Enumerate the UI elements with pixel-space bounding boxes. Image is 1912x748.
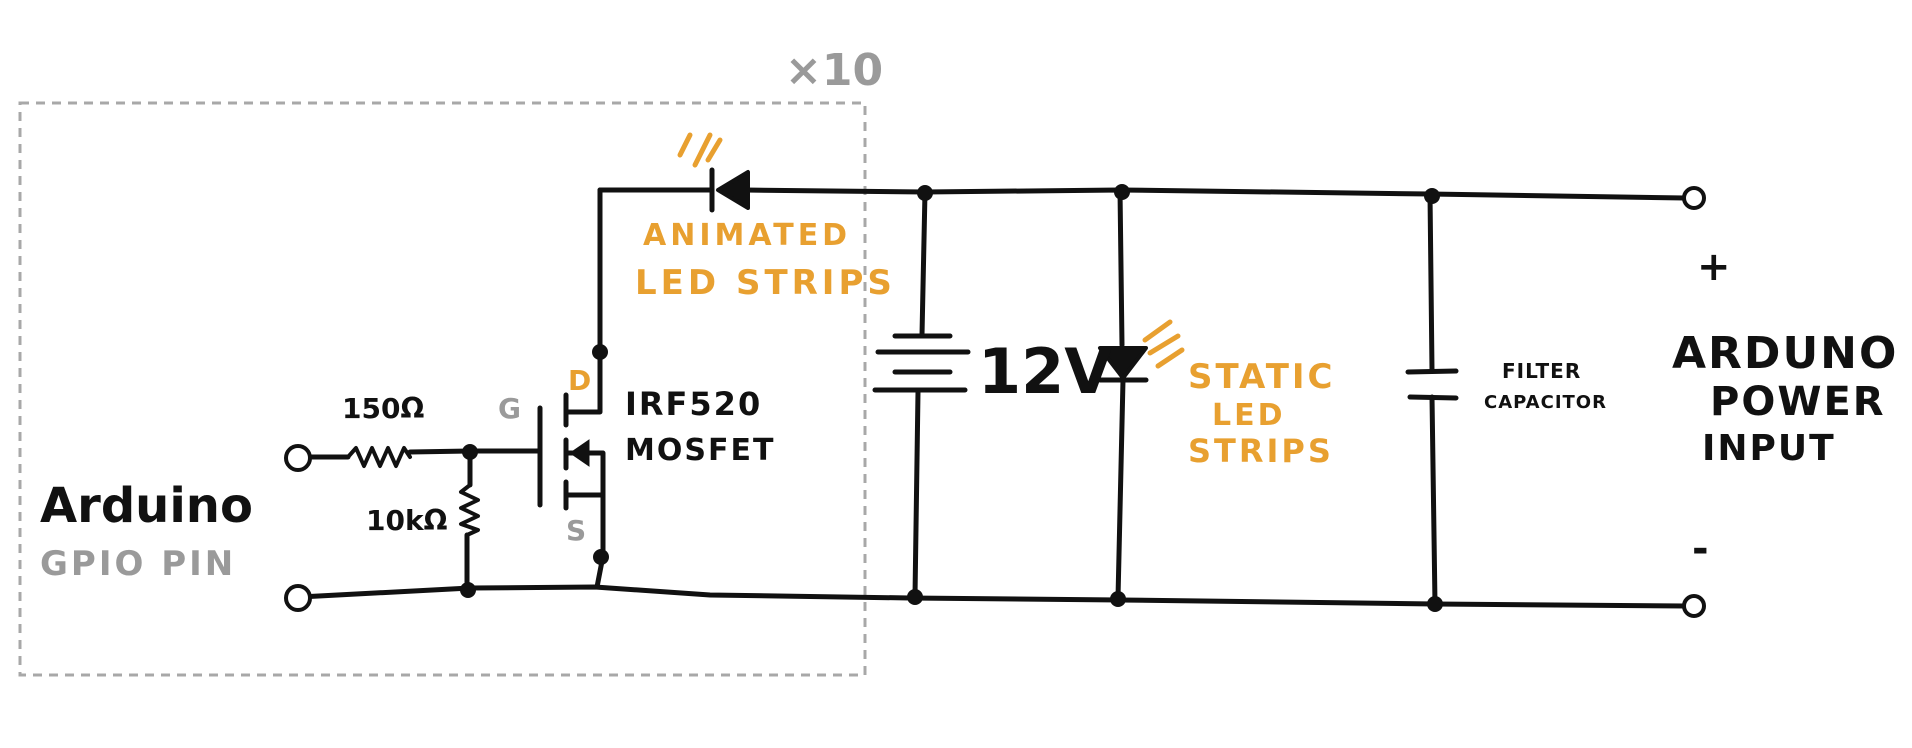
battery-wire-top: [919, 189, 928, 338]
multiplier-label: ×10: [785, 45, 883, 96]
junction-dot-icon: [907, 589, 923, 605]
gpio-pin-label: GPIO PIN: [40, 544, 236, 584]
static-led-wire-bottom: [1115, 377, 1126, 601]
led-icon: [1097, 319, 1185, 383]
repeat-group-box: [18, 101, 867, 677]
arduino-label: Arduino: [40, 478, 253, 534]
top-rail-wire-right: [742, 187, 1688, 201]
terminal-icon: [284, 584, 312, 612]
resistor-icon: [346, 446, 412, 468]
static-led-label-line2: LED: [1212, 398, 1286, 433]
drain-label: D: [568, 364, 591, 397]
junction-dot-icon: [917, 185, 933, 201]
power-input-label-line2: POWER: [1710, 379, 1886, 425]
power-input-label-line1: ARDUNO: [1672, 328, 1898, 379]
static-led-wire-top: [1117, 187, 1125, 348]
junction-dot-icon: [460, 582, 476, 598]
animated-led-label-line2: LED STRIPS: [635, 263, 896, 303]
power-input-label-line3: INPUT: [1702, 428, 1836, 469]
capacitor-label-line1: FILTER: [1502, 359, 1581, 383]
voltage-label: 12V: [978, 335, 1112, 408]
gate-label: G: [498, 392, 521, 425]
minus-label: -: [1692, 526, 1709, 572]
bottom-rail-wire: [297, 584, 1688, 609]
mosfet-source-lead: [565, 492, 606, 590]
terminal-icon: [1682, 594, 1706, 618]
battery-wire-bottom: [912, 389, 921, 599]
junction-dot-icon: [1110, 591, 1126, 607]
led-icon: [677, 132, 750, 213]
terminal-icon: [284, 444, 312, 472]
junction-dot-icon: [592, 344, 608, 360]
junction-dot-icon: [1427, 596, 1443, 612]
junction-dot-icon: [1114, 184, 1130, 200]
capacitor-icon: [1405, 368, 1459, 401]
resistor-icon: [459, 483, 480, 537]
battery-icon: [872, 333, 971, 393]
terminal-icon: [1682, 186, 1706, 210]
mosfet-part-label: IRF520: [625, 385, 762, 423]
drain-wire: [597, 187, 715, 355]
junction-dot-icon: [462, 444, 478, 460]
capacitor-wire-top: [1427, 191, 1435, 373]
plus-label: +: [1697, 244, 1731, 290]
pulldown-resistor-label: 10kΩ: [366, 504, 448, 537]
mosfet-type-label: MOSFET: [625, 433, 775, 468]
capacitor-label-line2: CAPACITOR: [1484, 392, 1607, 413]
static-led-label-line1: STATIC: [1188, 357, 1336, 397]
animated-led-label-line1: ANIMATED: [643, 218, 851, 253]
junction-dot-icon: [593, 549, 609, 565]
n-channel-mosfet-icon: [563, 392, 593, 511]
source-label: S: [566, 514, 586, 547]
capacitor-wire-bottom: [1429, 394, 1438, 607]
mosfet-drain-lead: [565, 349, 603, 415]
junction-dot-icon: [1424, 188, 1440, 204]
series-resistor-label: 150Ω: [342, 392, 424, 425]
static-led-label-line3: STRIPS: [1188, 432, 1334, 470]
